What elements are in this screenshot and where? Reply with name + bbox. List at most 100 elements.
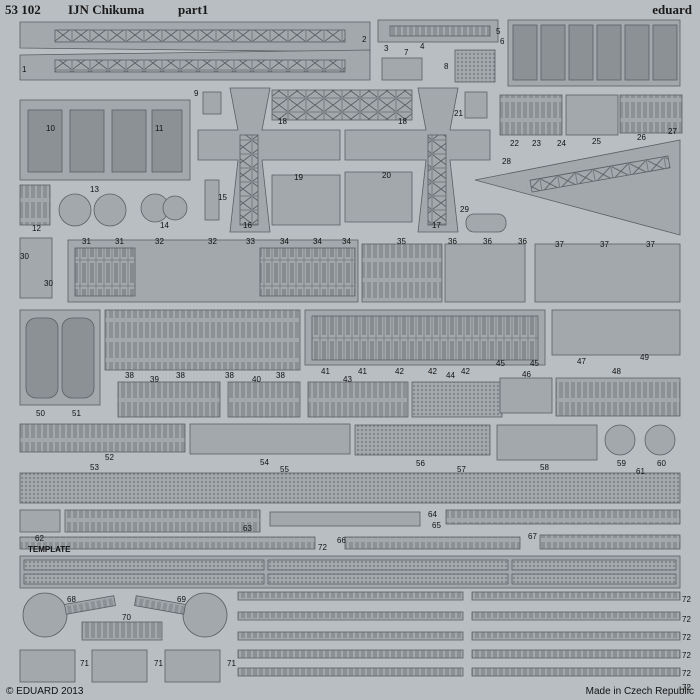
copyright-text: © EDUARD 2013 xyxy=(6,686,84,697)
part-number: 38 xyxy=(176,371,185,380)
part-number: 31 xyxy=(82,237,91,246)
part-number: 36 xyxy=(483,237,492,246)
part-number: 72 xyxy=(682,669,691,678)
part-number: 53 xyxy=(90,463,99,472)
part-number: 8 xyxy=(444,62,449,71)
part-number: 25 xyxy=(592,137,601,146)
part-number: 47 xyxy=(577,357,586,366)
part-number: 18 xyxy=(278,117,287,126)
part-number: 33 xyxy=(246,237,255,246)
part-number: 51 xyxy=(72,409,81,418)
part-number: 42 xyxy=(461,367,470,376)
part-number: 72 xyxy=(682,633,691,642)
part-number: 20 xyxy=(382,171,391,180)
product-code: 53 102 xyxy=(5,2,41,17)
part-number: 45 xyxy=(530,359,539,368)
part-number: 61 xyxy=(636,467,645,476)
brand-logo: eduard xyxy=(652,2,692,17)
part-number: 70 xyxy=(122,613,131,622)
part-number: 32 xyxy=(208,237,217,246)
part-number: 1 xyxy=(22,65,27,74)
part-number: 48 xyxy=(612,367,621,376)
part-number: 9 xyxy=(194,89,199,98)
part-number: 72 xyxy=(682,595,691,604)
part-number: 72 xyxy=(682,615,691,624)
part-number: 57 xyxy=(457,465,466,474)
part-number: 30 xyxy=(20,252,29,261)
part-number: 30 xyxy=(44,279,53,288)
part-number: 34 xyxy=(342,237,351,246)
part-number: 36 xyxy=(448,237,457,246)
part-number: 18 xyxy=(398,117,407,126)
part-number: 35 xyxy=(397,237,406,246)
part-number: 12 xyxy=(32,224,41,233)
part-number: 28 xyxy=(502,157,511,166)
part-number: 67 xyxy=(528,532,537,541)
part-number: 45 xyxy=(496,359,505,368)
part-number: 27 xyxy=(668,127,677,136)
part-number: 29 xyxy=(460,205,469,214)
part-number: 46 xyxy=(522,370,531,379)
part-number: 37 xyxy=(555,240,564,249)
part-number: 14 xyxy=(160,221,169,230)
part-number: 5 xyxy=(496,27,501,36)
part-number: 2 xyxy=(362,35,367,44)
part-number: 36 xyxy=(518,237,527,246)
part-number: 60 xyxy=(657,459,666,468)
part-number: 38 xyxy=(225,371,234,380)
part-number: 56 xyxy=(416,459,425,468)
part-number: 16 xyxy=(243,221,252,230)
part-number: 71 xyxy=(154,659,163,668)
part-number: 58 xyxy=(540,463,549,472)
origin-text: Made in Czech Republic xyxy=(585,686,694,697)
part-number: 40 xyxy=(252,375,261,384)
part-number: 31 xyxy=(115,237,124,246)
part-number: 66 xyxy=(337,536,346,545)
part-number: 50 xyxy=(36,409,45,418)
part-number: 49 xyxy=(640,353,649,362)
part-number: 22 xyxy=(510,139,519,148)
part-number: 15 xyxy=(218,193,227,202)
part-number: 39 xyxy=(150,375,159,384)
part-number: 37 xyxy=(600,240,609,249)
model-title: IJN Chikuma xyxy=(68,2,145,17)
part-number: 4 xyxy=(420,42,425,51)
part-number: 42 xyxy=(428,367,437,376)
part-number: 55 xyxy=(280,465,289,474)
part-number: 7 xyxy=(404,48,409,57)
part-number: 62 xyxy=(35,534,44,543)
part-number: 11 xyxy=(155,124,164,133)
part-number: 59 xyxy=(617,459,626,468)
part-number: 71 xyxy=(227,659,236,668)
part-number: 34 xyxy=(313,237,322,246)
part-number: 69 xyxy=(177,595,186,604)
part-number: 41 xyxy=(321,367,330,376)
part-number: 63 xyxy=(243,524,252,533)
part-number: 19 xyxy=(294,173,303,182)
part-number: 26 xyxy=(637,133,646,142)
part-number: 10 xyxy=(46,124,55,133)
part-number: 72 xyxy=(682,651,691,660)
part-number: 13 xyxy=(90,185,99,194)
part-number: 37 xyxy=(646,240,655,249)
part-number: 43 xyxy=(343,375,352,384)
part-number: 32 xyxy=(155,237,164,246)
part-number: 72 xyxy=(682,683,691,692)
part-number: 24 xyxy=(557,139,566,148)
part-number: 41 xyxy=(358,367,367,376)
part-number: 23 xyxy=(532,139,541,148)
part-number: 6 xyxy=(500,37,505,46)
part-number: 38 xyxy=(276,371,285,380)
part-number: 34 xyxy=(280,237,289,246)
part-number: 65 xyxy=(432,521,441,530)
part-number: 17 xyxy=(432,221,441,230)
part-number: 64 xyxy=(428,510,437,519)
part-number: 21 xyxy=(454,109,463,118)
part-number: 52 xyxy=(105,453,114,462)
part-label: part1 xyxy=(178,2,209,17)
part-number: 44 xyxy=(446,371,455,380)
part-number: 38 xyxy=(125,371,134,380)
part-number: 72 xyxy=(318,543,327,552)
